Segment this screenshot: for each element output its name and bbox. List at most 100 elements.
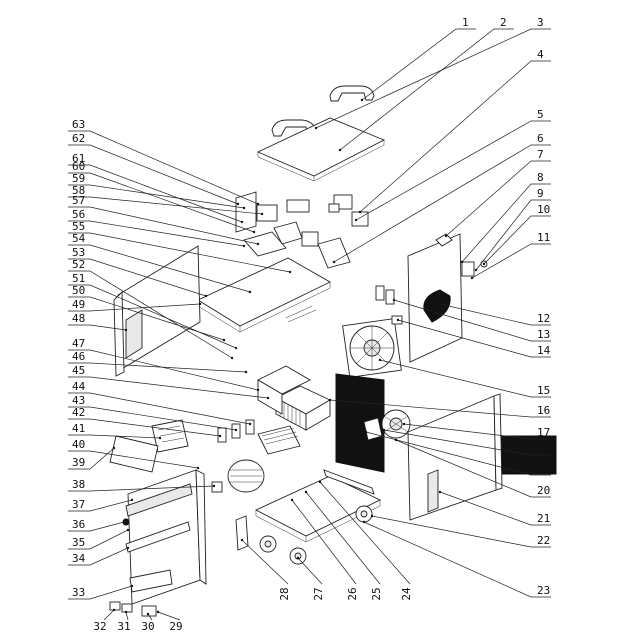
callout-label-9: 9 [537, 187, 544, 200]
callout-label-49: 49 [72, 298, 85, 311]
callout-label-1: 1 [462, 16, 469, 29]
callout-label-47: 47 [72, 337, 85, 350]
callout-label-38: 38 [72, 478, 85, 491]
callout-label-43: 43 [72, 394, 85, 407]
callout-59-dot [242, 206, 246, 210]
callout-label-10: 10 [537, 203, 550, 216]
part-caster-22 [355, 505, 373, 523]
callout-49-dot [198, 302, 202, 306]
callout-label-58: 58 [72, 184, 85, 197]
callout-1-leader [361, 28, 476, 101]
callout-11-dot [470, 276, 474, 280]
part-base-block [257, 365, 311, 415]
callout-7-leader [445, 160, 551, 237]
part-right-side-panel-21 [407, 393, 503, 521]
callout-label-50: 50 [72, 284, 85, 297]
callout-54-leader [68, 244, 251, 293]
callout-label-8: 8 [537, 171, 544, 184]
callout-56-dot [242, 244, 246, 248]
callout-label-14: 14 [537, 344, 551, 357]
callout-label-44: 44 [72, 380, 86, 393]
callout-2-leader [339, 28, 514, 151]
callout-26-dot [290, 498, 294, 502]
callout-34-leader [68, 547, 129, 566]
callout-label-22: 22 [537, 534, 550, 547]
part-connectors-13-14 [375, 285, 403, 325]
callout-label-26: 26 [346, 587, 359, 600]
callout-label-55: 55 [72, 220, 85, 233]
callout-15-leader [379, 359, 551, 398]
callout-23-dot [362, 520, 366, 524]
part-handle-1 [329, 85, 375, 102]
callout-12-leader [439, 303, 551, 326]
callout-11-leader [471, 243, 551, 279]
callout-61-leader [68, 164, 243, 223]
callout-60-dot [252, 230, 256, 234]
callout-51-leader [68, 284, 237, 349]
callout-12-dot [438, 302, 442, 306]
callout-26-leader [291, 499, 357, 585]
callout-37-dot [130, 498, 134, 502]
callout-label-62: 62 [72, 132, 85, 145]
callout-label-7: 7 [537, 148, 544, 161]
callout-label-48: 48 [72, 312, 85, 325]
leader-lines [68, 28, 551, 621]
callout-48-dot [124, 328, 128, 332]
callout-3-leader [315, 28, 551, 129]
part-cable-18 [335, 373, 557, 475]
callout-19-leader [365, 431, 551, 476]
callout-3-dot [314, 126, 318, 130]
part-caster-26 [259, 535, 277, 553]
part-control-boards [235, 191, 351, 269]
callout-44-dot [248, 422, 252, 426]
callout-25-leader [305, 491, 381, 585]
callout-19-dot [364, 430, 368, 434]
part-top-cover-2 [256, 117, 386, 182]
callout-49-leader [68, 303, 201, 312]
callout-27-leader [297, 557, 323, 585]
part-caster-27 [289, 547, 307, 565]
callout-30-dot [146, 612, 150, 616]
callout-label-42: 42 [72, 406, 85, 419]
callout-28-leader [241, 539, 289, 585]
callout-54-dot [248, 290, 252, 294]
part-label-plate-39 [109, 435, 159, 473]
callout-16-dot [328, 398, 332, 402]
callout-label-31: 31 [117, 620, 130, 633]
part-bracket-28 [235, 515, 249, 551]
callout-23-leader [363, 521, 551, 598]
callout-label-27: 27 [312, 587, 325, 600]
callout-21-leader [439, 491, 551, 526]
callout-38-leader [68, 485, 215, 492]
callout-label-33: 33 [72, 586, 85, 599]
part-coil [211, 459, 265, 493]
callout-9-dot [474, 268, 478, 272]
callout-label-63: 63 [72, 118, 85, 131]
callout-label-34: 34 [72, 552, 86, 565]
callout-44-leader [68, 392, 251, 425]
callout-53-leader [68, 258, 207, 297]
callout-label-6: 6 [537, 132, 544, 145]
callout-35-leader [68, 529, 129, 550]
part-base-plate-25 [254, 469, 382, 543]
callout-6-leader [333, 144, 551, 263]
callout-label-25: 25 [370, 587, 383, 600]
callout-18-leader [383, 429, 551, 456]
callout-61-dot [240, 220, 244, 224]
callout-41-dot [158, 436, 162, 440]
callout-33-dot [130, 584, 134, 588]
callout-label-3: 3 [537, 16, 544, 29]
part-left-side-panel [113, 245, 201, 377]
part-rear-panel-12 [407, 233, 463, 363]
callout-label-21: 21 [537, 512, 550, 525]
callout-8-leader [461, 183, 551, 263]
callout-28-dot [240, 538, 244, 542]
callout-9-leader [475, 199, 551, 271]
callout-label-36: 36 [72, 518, 85, 531]
callout-label-46: 46 [72, 350, 85, 363]
callout-48-leader [68, 324, 127, 331]
callout-label-5: 5 [537, 108, 544, 121]
callout-24-leader [319, 481, 411, 585]
callout-60-leader [68, 172, 255, 233]
